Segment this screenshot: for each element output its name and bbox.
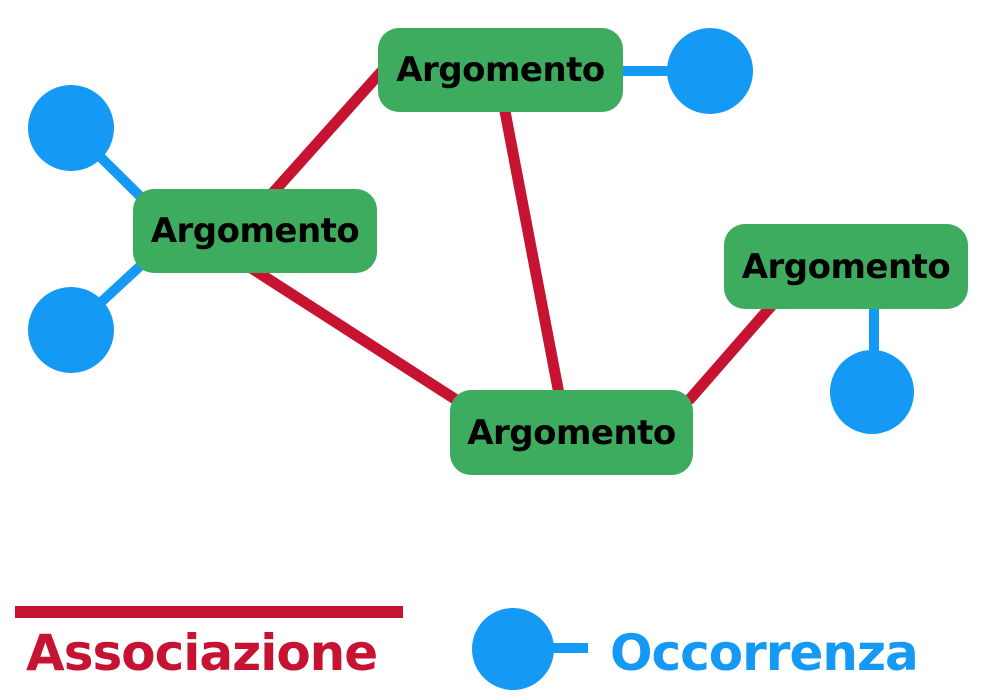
association-edge[interactable] bbox=[684, 298, 779, 405]
topic-node-right[interactable]: Argomento bbox=[724, 224, 968, 309]
occurrence-node[interactable] bbox=[28, 85, 114, 171]
topic-node-label: Argomento bbox=[396, 50, 605, 90]
association-edge[interactable] bbox=[264, 56, 396, 202]
occurrence-legend-connector bbox=[540, 643, 588, 653]
occurrence-legend-label: Occorrenza bbox=[610, 624, 919, 682]
topic-node-left[interactable]: Argomento bbox=[133, 189, 377, 273]
topic-node-label: Argomento bbox=[150, 211, 360, 251]
occurrence-node[interactable] bbox=[667, 28, 753, 114]
topic-node-bottom[interactable]: Argomento bbox=[450, 390, 693, 475]
topic-node-label: Argomento bbox=[741, 246, 951, 287]
association-legend-label: Associazione bbox=[26, 624, 378, 682]
association-edge[interactable] bbox=[242, 260, 464, 407]
topic-node-top[interactable]: Argomento bbox=[378, 28, 623, 112]
association-edge[interactable] bbox=[498, 100, 565, 400]
association-legend-swatch bbox=[15, 606, 403, 618]
occurrence-node[interactable] bbox=[830, 350, 914, 434]
occurrence-node[interactable] bbox=[28, 287, 114, 373]
topic-node-label: Argomento bbox=[467, 412, 676, 453]
